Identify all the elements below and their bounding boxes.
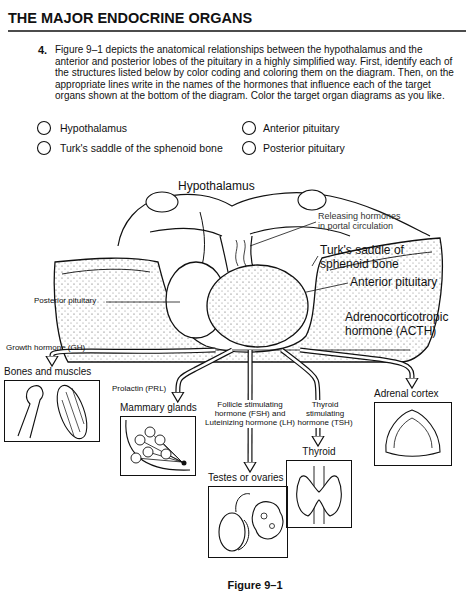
organ-name: Testes or ovaries xyxy=(208,472,284,484)
gland-lobule xyxy=(145,427,155,437)
portal-vessel xyxy=(236,240,238,266)
ovary-follicle xyxy=(270,524,275,529)
organ-frame xyxy=(4,380,100,442)
hormone-label: Thyroid stimulating hormone (TSH) xyxy=(296,400,354,428)
hormone-label: Follicle stimulating hormone (FSH) and L… xyxy=(204,400,296,428)
breast-outline xyxy=(126,420,190,470)
hormone-label: Adrenocorticotropic hormone (ACTH) xyxy=(345,311,470,339)
checklist-item: Turk's saddle of the sphenoid bone xyxy=(60,142,223,154)
target-organ-box: Bones and muscles xyxy=(4,366,100,442)
ovary-sketch xyxy=(252,502,283,539)
nipple xyxy=(182,461,187,466)
organ-name: Mammary glands xyxy=(120,402,197,414)
arrow-shaft-inner xyxy=(178,350,232,392)
brain-structure xyxy=(298,190,326,210)
hormone-arrow xyxy=(178,350,232,392)
target-organ-box: Testes or ovaries xyxy=(208,472,288,558)
question-text: Figure 9–1 depicts the anatomical relati… xyxy=(55,44,459,102)
organ-frame xyxy=(374,402,452,466)
portal-vessel xyxy=(244,240,246,266)
structure-label: Releasing hormones in portal circulation xyxy=(318,211,410,232)
arrow-shaft xyxy=(300,350,412,378)
organ-name: Adrenal cortex xyxy=(374,388,438,400)
epididymis-sketch xyxy=(236,494,250,550)
muscle-striation xyxy=(62,388,84,436)
checkbox-circle xyxy=(38,122,51,135)
checkbox-circle xyxy=(243,142,256,155)
organ-name: Bones and muscles xyxy=(4,366,91,378)
hormone-arrow xyxy=(300,350,412,378)
brain-structure xyxy=(146,192,178,212)
organ-frame xyxy=(120,416,196,476)
brain-outline xyxy=(118,193,430,246)
adrenal-cortex-line xyxy=(394,418,432,448)
sphenoid-bone xyxy=(54,238,442,362)
arrow-shaft-inner xyxy=(300,350,412,378)
gland-lobule xyxy=(155,435,165,445)
bone-sketch xyxy=(18,386,43,438)
testis-sketch xyxy=(219,513,245,551)
page-title: THE MAJOR ENDOCRINE ORGANS xyxy=(8,10,252,27)
structure-label: Turk's saddle of sphenoid bone xyxy=(320,244,430,272)
figure-caption: Figure 9–1 xyxy=(200,579,310,592)
hormone-label: Prolactin (PRL) xyxy=(112,384,166,393)
organ-frame xyxy=(208,486,288,558)
title-rule xyxy=(8,30,466,32)
anterior-lobe xyxy=(207,265,308,347)
thyroid-sketch xyxy=(297,476,342,516)
gland-lobule xyxy=(143,447,153,457)
checkbox-circle xyxy=(243,122,256,135)
gland-lobule xyxy=(135,435,145,445)
question-number: 4. xyxy=(38,44,47,57)
gland-lobule xyxy=(161,449,171,459)
target-organ-box: Adrenal cortex xyxy=(374,388,452,466)
leader-line xyxy=(250,222,316,246)
checklist-item: Posterior pituitary xyxy=(263,142,345,154)
bone-contour xyxy=(62,269,150,274)
adrenal-sketch xyxy=(386,410,440,457)
ovary-follicle xyxy=(261,513,267,519)
structure-label: Hypothalamus xyxy=(178,180,255,194)
connector-group xyxy=(52,350,412,462)
leader-line xyxy=(106,302,180,303)
organ-name: Thyroid xyxy=(286,446,352,458)
target-organ-box: Mammary glands xyxy=(120,402,196,476)
checkbox-circle xyxy=(38,142,51,155)
pituitary-lobe: Anterior pituitary xyxy=(205,262,310,350)
lobe-outline xyxy=(205,262,310,350)
milk-duct xyxy=(136,432,182,462)
leader-line xyxy=(312,256,318,266)
arrow-shaft xyxy=(178,350,232,392)
checklist-item: Anterior pituitary xyxy=(263,122,339,134)
pituitary-stalk xyxy=(220,236,228,272)
hormone-label: Growth hormone (GH) xyxy=(6,343,85,352)
target-organ-box: Thyroid xyxy=(286,446,352,528)
organ-frame xyxy=(286,460,352,528)
gland-lobule xyxy=(131,453,141,463)
checklist-item: Hypothalamus xyxy=(60,122,127,134)
hypothalamus-floor xyxy=(150,229,222,236)
structure-label: Posterior pituitary xyxy=(34,296,96,305)
muscle-sketch xyxy=(51,382,93,443)
structure-label: Anterior pituitary xyxy=(350,276,437,290)
